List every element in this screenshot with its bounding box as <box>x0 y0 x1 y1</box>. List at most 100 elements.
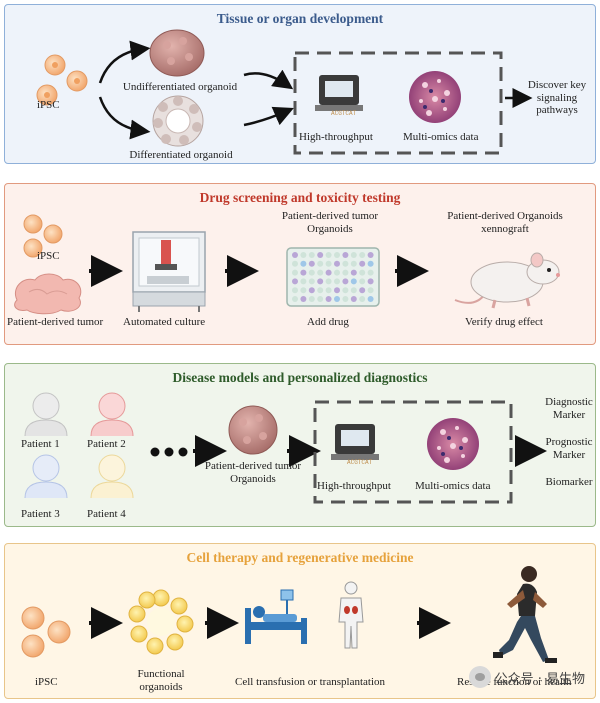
automated-culture-label: Automated culture <box>123 316 206 328</box>
arrow <box>205 607 239 639</box>
well <box>359 278 366 285</box>
well <box>350 269 357 276</box>
transfusion-label: Cell transfusion or transplantation <box>235 676 385 688</box>
xenograft-label: Patient-derived Organoids xennograft <box>447 210 563 235</box>
arrow <box>193 435 227 467</box>
well <box>308 269 315 276</box>
well <box>325 296 332 302</box>
well <box>300 269 307 276</box>
sequencer-machine-icon: ACGTCAT <box>331 424 379 466</box>
patient-1-label: Patient 1 <box>21 438 60 450</box>
well <box>317 287 324 294</box>
well <box>334 269 340 276</box>
diagnostic-marker-label: Diagnostic Marker <box>545 396 593 421</box>
verify-effect-label: Verify drug effect <box>465 316 543 328</box>
ipsc-label: iPSC <box>37 99 60 111</box>
arrow <box>89 255 123 287</box>
arrow <box>89 607 123 639</box>
well <box>350 252 357 258</box>
patient-2-label: Patient 2 <box>87 438 126 450</box>
well <box>359 287 366 294</box>
well <box>367 269 374 276</box>
ellipsis-dots <box>150 447 188 457</box>
well <box>308 287 315 294</box>
functional-organoids-label: Functional organoids <box>137 668 185 693</box>
tumor-organoids-label: Patient-derived tumor Organoids <box>281 210 379 235</box>
well <box>325 252 332 258</box>
well <box>342 278 349 285</box>
arrow <box>515 435 547 467</box>
panel-title: Disease models and personalized diagnost… <box>172 370 428 385</box>
tumor-organoids-label: Patient-derived tumor Organoids <box>204 460 302 485</box>
analysis-dashed-box <box>293 51 503 155</box>
watermark: 公众号 · 易生物 <box>468 666 585 688</box>
well <box>317 278 324 285</box>
panel-title: Cell therapy and regenerative medicine <box>186 550 414 565</box>
add-drug-label: Add drug <box>307 316 349 328</box>
mouse-icon <box>454 252 560 309</box>
well <box>367 278 374 285</box>
well <box>300 260 307 267</box>
well <box>367 252 374 258</box>
running-woman-icon <box>493 566 557 663</box>
tumor-organoid-icon <box>228 405 278 455</box>
svg-text:ACGTCAT: ACGTCAT <box>347 459 373 466</box>
patient-1-icon <box>24 392 68 437</box>
well <box>325 260 332 267</box>
branch-arrows <box>98 40 151 140</box>
panel-disease-models: Disease models and personalized diagnost… <box>4 363 596 527</box>
patient-4-icon <box>90 454 134 499</box>
well <box>317 296 324 302</box>
hospital-bed-icon <box>245 589 307 644</box>
ipsc-label: iPSC <box>37 250 60 262</box>
well <box>342 252 349 258</box>
well <box>325 269 332 276</box>
ipsc-cells-icon <box>23 214 63 258</box>
well <box>292 260 298 267</box>
well <box>300 296 307 302</box>
ipsc-label: iPSC <box>35 676 58 688</box>
well-plate-icon <box>286 247 380 307</box>
flow-arrows <box>243 69 294 127</box>
well <box>342 296 349 302</box>
well <box>292 287 298 294</box>
automated-culture-machine-icon <box>132 231 206 312</box>
well <box>308 278 315 285</box>
well <box>350 296 357 302</box>
well <box>334 287 340 294</box>
biomarker-label: Biomarker <box>545 476 593 488</box>
panel-cell-therapy: Cell therapy and regenerative medicine i… <box>4 543 596 699</box>
patient-3-icon <box>24 454 68 499</box>
sequencer-machine-icon: ACGTCAT <box>315 75 363 117</box>
undifferentiated-label: Undifferentiated organoid <box>122 81 238 93</box>
well <box>342 269 349 276</box>
well <box>300 287 307 294</box>
well <box>308 296 315 302</box>
arrow <box>287 435 321 467</box>
well <box>334 278 340 285</box>
discover-pathways-label: Discover key signaling pathways <box>527 79 587 117</box>
well <box>334 252 340 258</box>
well <box>342 260 349 267</box>
well <box>317 269 324 276</box>
arrow <box>417 607 451 639</box>
analysis-dashed-box <box>313 400 513 504</box>
panel-title: Drug screening and toxicity testing <box>199 190 401 205</box>
wechat-icon <box>468 666 491 688</box>
well <box>325 287 332 294</box>
multi-omics-icon <box>409 71 461 123</box>
well <box>300 252 307 258</box>
panel-drug-screening: Drug screening and toxicity testing iPSC… <box>4 183 596 345</box>
tumor-tissue-icon <box>14 273 82 315</box>
well <box>292 269 298 276</box>
to-discover-arrow <box>505 88 533 108</box>
well <box>367 296 374 302</box>
multi-omics-icon <box>427 418 479 470</box>
multi-omics-label: Multi-omics data <box>403 131 479 143</box>
well <box>350 278 357 285</box>
well <box>308 252 315 258</box>
well <box>367 287 374 294</box>
functional-organoid-icon <box>128 589 194 655</box>
human-body-icon <box>338 581 364 649</box>
undifferentiated-organoid-icon <box>149 29 205 77</box>
